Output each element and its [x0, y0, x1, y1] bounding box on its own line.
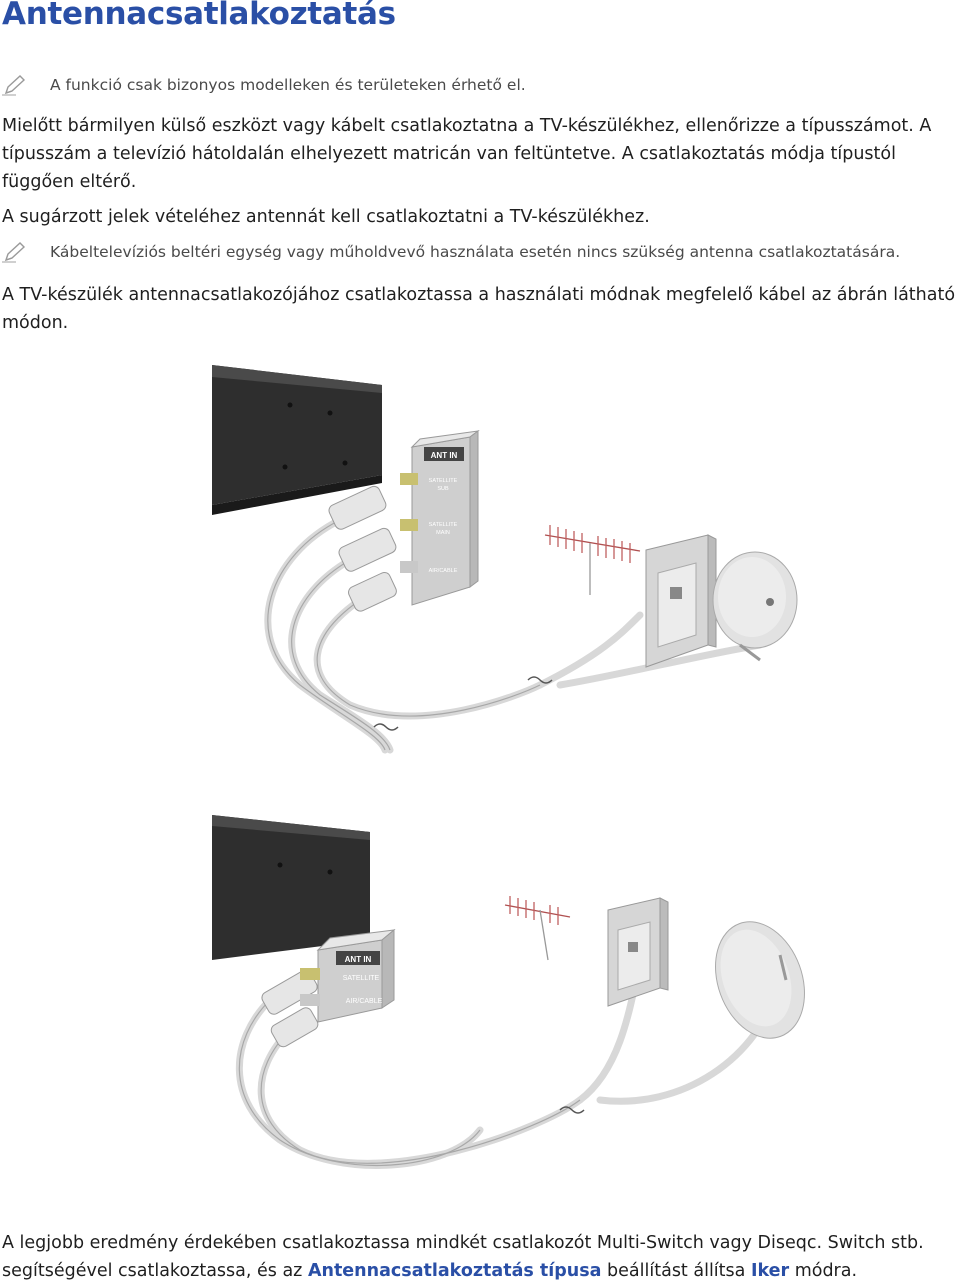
connection-diagram-double: ANT IN SATELLITE AIR/CABLE — [212, 815, 805, 1169]
antenna-connection-type-link[interactable]: Antennacsatlakoztatás típusa — [307, 1261, 602, 1281]
satellite-dish — [715, 921, 805, 1039]
wall-outlet — [645, 534, 717, 668]
paragraph-antenna-required: A sugárzott jelek vételéhez antennát kel… — [2, 207, 650, 227]
best-results-text-2: beállítást állítsa — [601, 1261, 751, 1281]
coax-connectors — [328, 485, 397, 612]
tv-back-illustration — [212, 365, 382, 515]
paragraph-connect-cable: A TV-készülék antennacsatlakozójához csa… — [2, 285, 956, 333]
wall-outlet — [607, 897, 669, 1007]
port-satellite-sub-sublabel: SUB — [437, 486, 449, 492]
port-air-cable-label: AIR/CABLE — [346, 998, 383, 1005]
port-satellite-main-sublabel: MAIN — [436, 530, 450, 536]
best-results-text-3: módra. — [789, 1261, 858, 1281]
tv-back-illustration — [212, 815, 370, 960]
best-results-text-1: A legjobb eredmény érdekében csatlakozta… — [2, 1233, 924, 1281]
connection-diagram-triple: ANT IN SATELLITE SUB SATELLITE MAIN AIR/… — [212, 365, 798, 754]
note-no-antenna-needed: Kábeltelevíziós beltéri egység vagy műho… — [0, 240, 900, 264]
paragraph-best-results: A legjobb eredmény érdekében csatlakozta… — [2, 1229, 960, 1285]
ant-in-panel: ANT IN SATELLITE AIR/CABLE — [300, 928, 396, 1023]
twin-mode-link[interactable]: Iker — [750, 1261, 790, 1281]
note-no-antenna-text: Kábeltelevíziós beltéri egység vagy műho… — [50, 243, 901, 261]
pencil-note-icon — [2, 242, 26, 263]
port-air-cable-label: AIR/CABLE — [429, 568, 458, 574]
pencil-note-icon — [2, 75, 26, 96]
note-availability-text: A funkció csak bizonyos modelleken és te… — [50, 76, 526, 94]
port-satellite-main-label: SATELLITE — [429, 522, 458, 528]
coax-connectors — [261, 969, 319, 1048]
note-availability: A funkció csak bizonyos modelleken és te… — [0, 73, 526, 97]
paragraph-check-model: Mielőtt bármilyen külső eszközt vagy káb… — [2, 116, 932, 192]
port-satellite-sub-label: SATELLITE — [429, 478, 458, 484]
port-satellite-label: SATELLITE — [343, 975, 380, 982]
terrestrial-antenna — [504, 896, 571, 961]
panel-title-label: ANT IN — [431, 451, 458, 460]
page-title: Antennacsatlakoztatás — [2, 0, 396, 32]
terrestrial-antenna — [544, 525, 641, 595]
satellite-dish — [712, 551, 798, 662]
ant-in-panel: ANT IN SATELLITE SUB SATELLITE MAIN AIR/… — [400, 430, 480, 606]
panel-title-label: ANT IN — [345, 955, 372, 964]
